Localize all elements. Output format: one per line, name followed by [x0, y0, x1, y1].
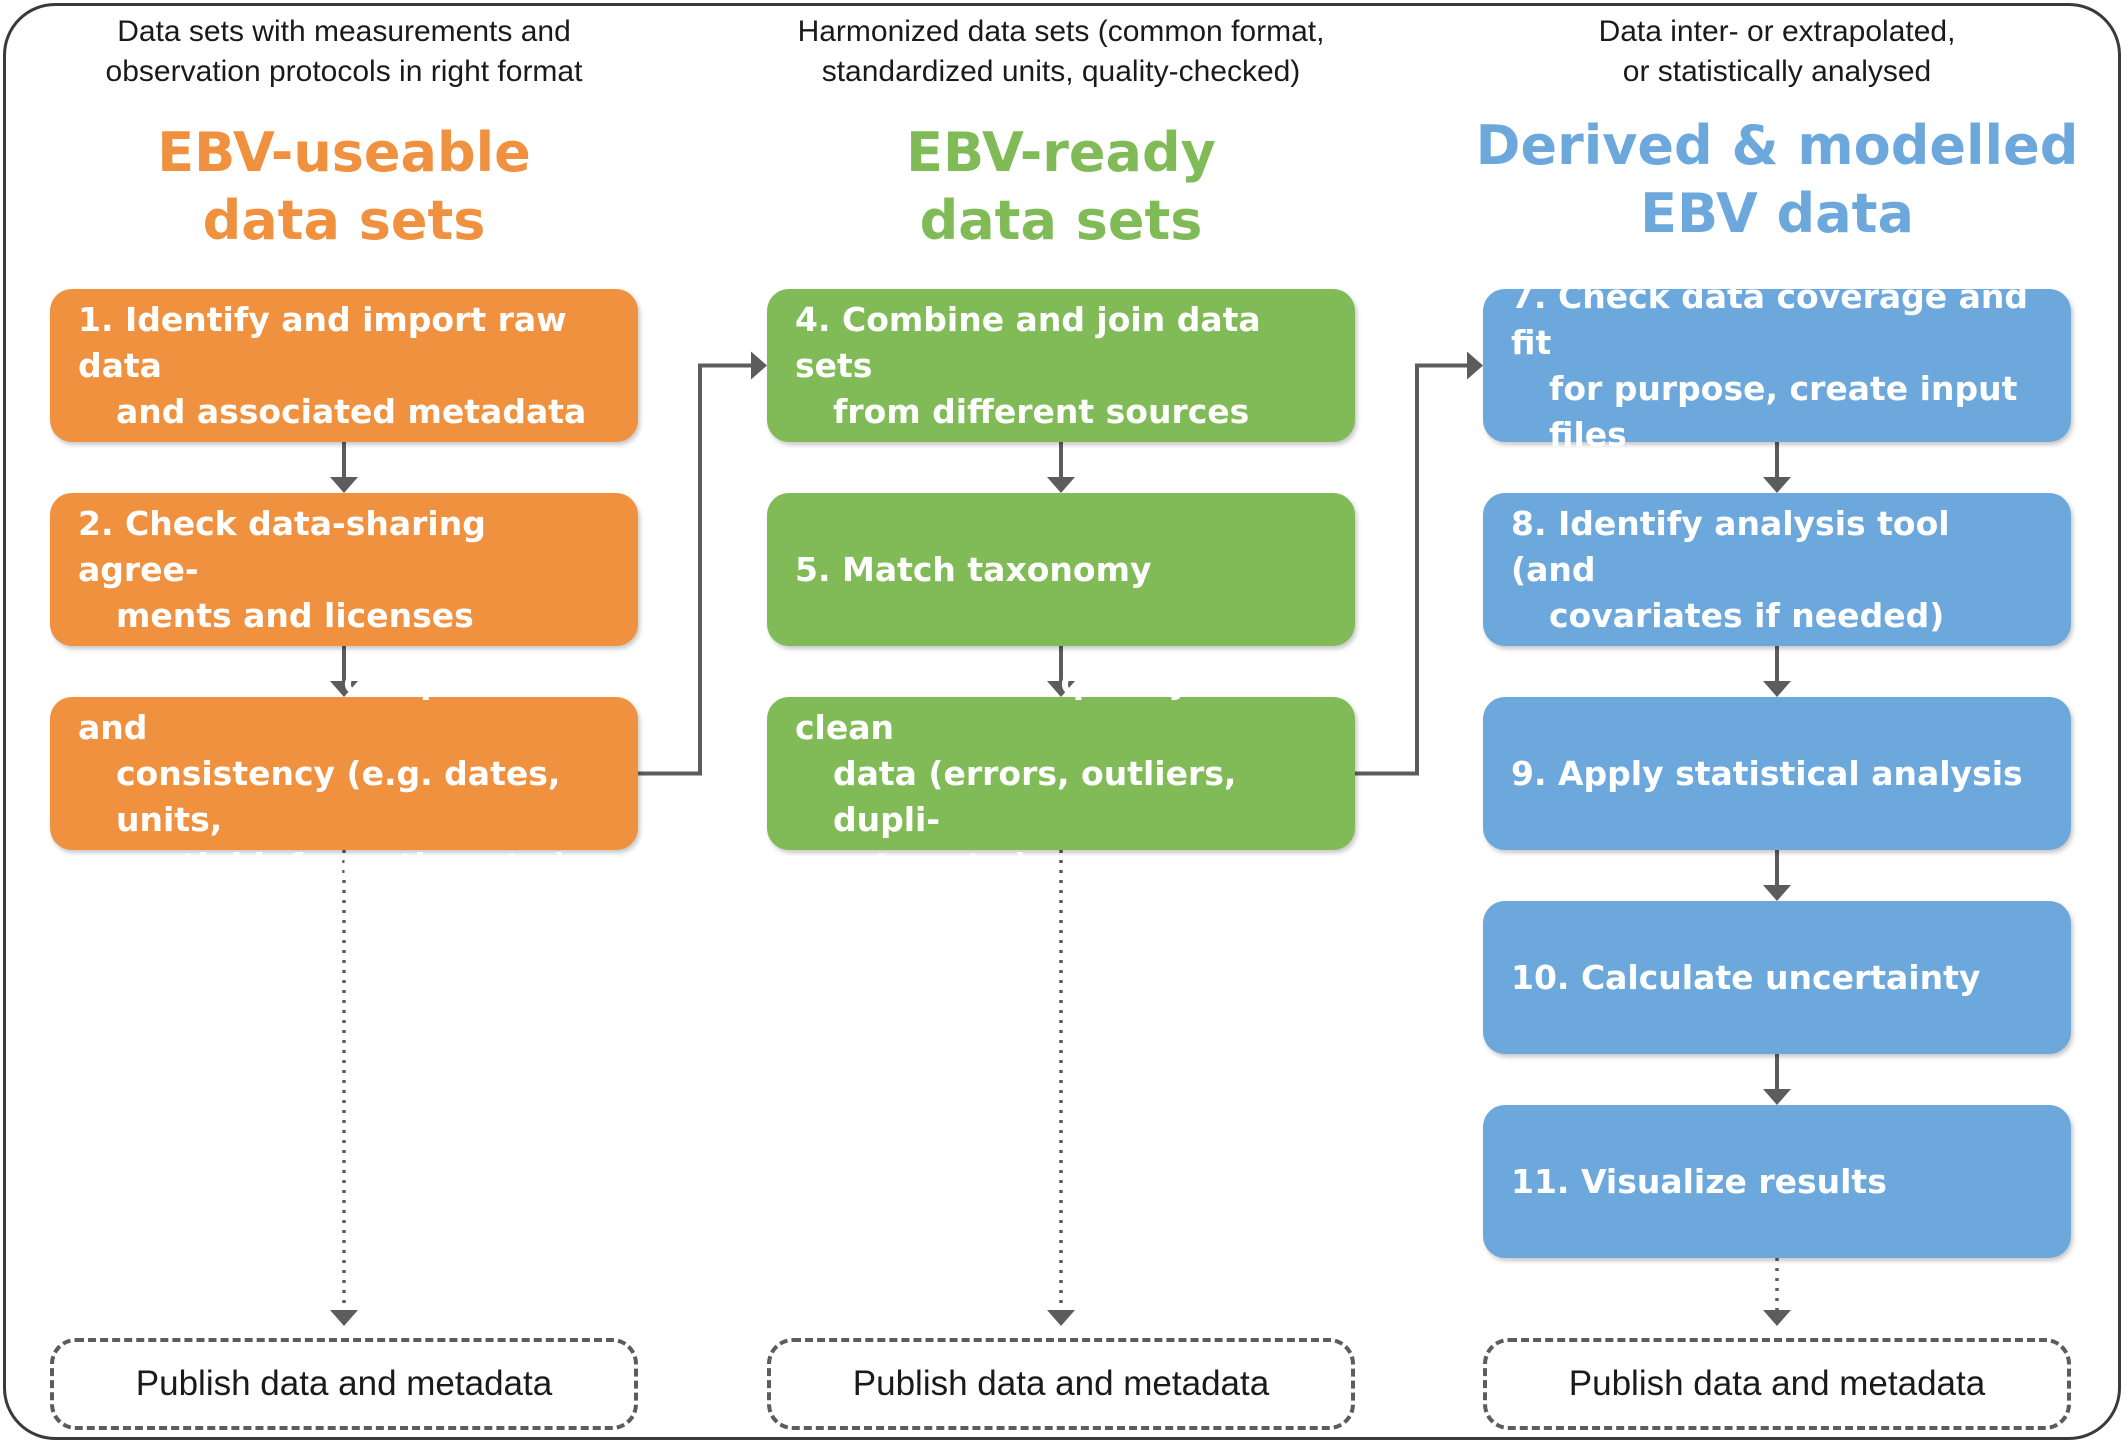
arrowhead [1763, 1310, 1791, 1326]
step-label-line: cates etc.) [833, 845, 1030, 885]
process-step-box: 9. Apply statistical analysis [1483, 697, 2071, 850]
step-label-line: 5. Match taxonomy [795, 549, 1152, 589]
publish-label: Publish data and metadata [852, 1364, 1270, 1403]
step-label: 9. Apply statistical analysis [1511, 751, 2023, 797]
heading-line: data sets [202, 189, 486, 252]
outer-frame [3, 3, 2121, 1440]
arrowhead [330, 1310, 358, 1326]
step-label-line: 4. Combine and join data sets [795, 299, 1261, 385]
arrowhead [1047, 681, 1075, 697]
column-description: Data sets with measurements and observati… [34, 12, 654, 92]
step-label-line: 2. Check data-sharing agree- [78, 503, 486, 589]
description-line: or statistically analysed [1622, 55, 1932, 88]
step-label-line: data (errors, outliers, dupli- [833, 753, 1237, 839]
arrowhead [1047, 477, 1075, 493]
step-label-line: 10. Calculate uncertainty [1511, 957, 1981, 997]
heading-line: EBV-useable [157, 121, 531, 184]
process-step-box: 8. Identify analysis tool (and covariates… [1483, 493, 2071, 646]
step-label-line: consistency (e.g. dates, units, [116, 753, 561, 839]
column-description: Data inter- or extrapolated, or statistic… [1467, 12, 2087, 92]
description-line: Harmonized data sets (common format, [797, 15, 1325, 48]
column-connector-arrow [1355, 363, 1469, 776]
description-line: Data sets with measurements and [117, 15, 571, 48]
step-label-line: from different sources [833, 391, 1250, 431]
step-label: 2. Check data-sharing agree-ments and li… [78, 501, 610, 639]
heading-line: data sets [919, 189, 1203, 252]
column-connector-arrow [638, 363, 753, 776]
step-label-line: 6. Check data quality and clean [795, 661, 1271, 747]
step-label: 11. Visualize results [1511, 1159, 1887, 1205]
process-step-box: 4. Combine and join data sets from differ… [767, 289, 1355, 442]
heading-line: Derived & modelled [1475, 114, 2079, 177]
description-line: Data inter- or extrapolated, [1598, 15, 1956, 48]
process-step-box: 1. Identify and import raw data and assoc… [50, 289, 638, 442]
heading-line: EBV data [1640, 182, 1914, 245]
process-step-box: 5. Match taxonomy [767, 493, 1355, 646]
step-label-line: for purpose, create input files [1549, 368, 2018, 454]
description-line: standardized units, quality-checked) [821, 55, 1301, 88]
arrowhead [751, 351, 767, 380]
arrowhead [1047, 1310, 1075, 1326]
step-label-line: covariates if needed) [1549, 595, 1945, 635]
step-label-line: 1. Identify and import raw data [78, 299, 567, 385]
process-step-box: 2. Check data-sharing agree-ments and li… [50, 493, 638, 646]
step-label-line: 7. Check data coverage and fit [1511, 276, 2029, 362]
publish-label: Publish data and metadata [1568, 1364, 1986, 1403]
arrowhead [1763, 681, 1791, 697]
publish-box: Publish data and metadata [1483, 1338, 2071, 1430]
publish-box: Publish data and metadata [50, 1338, 638, 1430]
step-label: 4. Combine and join data sets from differ… [795, 297, 1327, 435]
step-label-line: 11. Visualize results [1511, 1161, 1887, 1201]
step-label-line: spatial information etc.) [116, 845, 569, 885]
description-line: observation protocols in right format [105, 55, 583, 88]
arrowhead [1467, 351, 1483, 380]
arrowhead [330, 477, 358, 493]
column-description: Harmonized data sets (common format, stan… [751, 12, 1371, 92]
step-label: 5. Match taxonomy [795, 547, 1151, 593]
heading-line: EBV-ready [906, 121, 1216, 184]
step-label: 10. Calculate uncertainty [1511, 955, 1980, 1001]
arrowhead [1763, 1089, 1791, 1105]
process-step-box: 10. Calculate uncertainty [1483, 901, 2071, 1054]
arrowhead [1763, 477, 1791, 493]
step-label-line: 3. Check data completeness and [78, 661, 601, 747]
arrowhead [1763, 885, 1791, 901]
publish-box: Publish data and metadata [767, 1338, 1355, 1430]
step-label-line: 9. Apply statistical analysis [1511, 753, 2023, 793]
step-label: 8. Identify analysis tool (and covariates… [1511, 501, 2043, 639]
process-step-box: 11. Visualize results [1483, 1105, 2071, 1258]
step-label-line: ments and licenses [116, 595, 474, 635]
step-label-line: 8. Identify analysis tool (and [1511, 503, 1950, 589]
arrowhead [330, 681, 358, 697]
step-label-line: and associated metadata [116, 391, 587, 431]
publish-label: Publish data and metadata [135, 1364, 553, 1403]
step-label: 1. Identify and import raw data and assoc… [78, 297, 610, 435]
